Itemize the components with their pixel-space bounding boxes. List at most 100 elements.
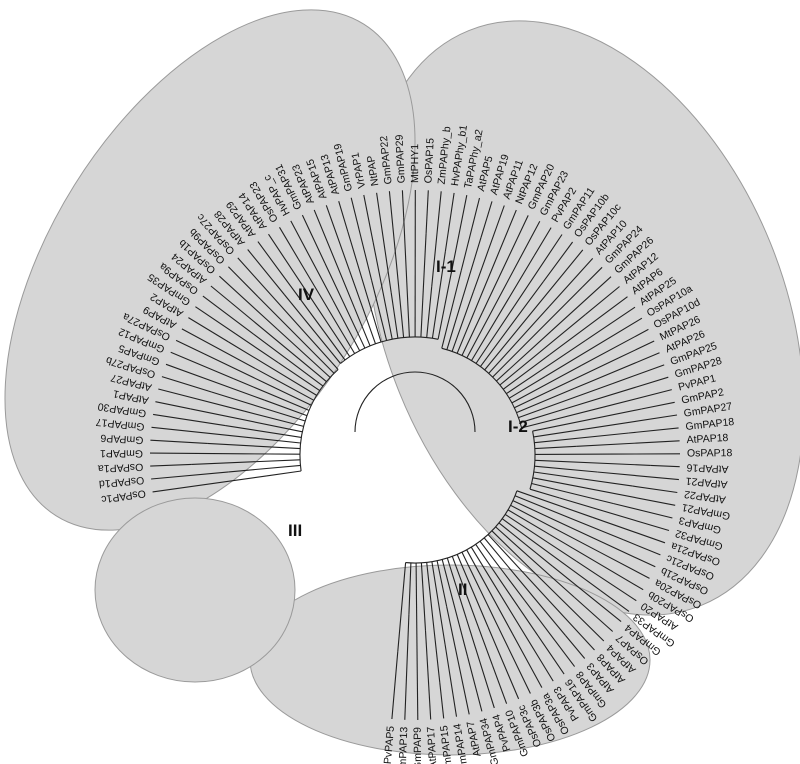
internal-branch xyxy=(466,549,513,634)
internal-branch xyxy=(390,292,399,339)
clade-label-I-2: I-2 xyxy=(508,417,528,436)
tip-branch xyxy=(501,596,554,682)
leaf-label: AtPAP16 xyxy=(686,461,728,475)
tip-branch xyxy=(564,376,669,410)
internal-branch xyxy=(397,562,407,652)
internal-branch xyxy=(534,459,651,466)
internal-branch xyxy=(431,251,446,339)
tip-branch xyxy=(313,209,356,309)
internal-branch xyxy=(479,281,544,367)
tip-branch xyxy=(584,306,636,342)
internal-branch xyxy=(372,241,393,340)
tip-branch xyxy=(219,275,279,330)
internal-branch xyxy=(466,282,508,359)
internal-branch xyxy=(475,543,539,637)
tip-branch xyxy=(388,191,397,255)
internal-branch xyxy=(211,391,306,422)
tip-branch xyxy=(237,257,302,329)
tip-branch xyxy=(363,194,374,243)
internal-branch xyxy=(534,432,629,444)
internal-branch xyxy=(277,329,331,378)
tip-branch xyxy=(228,266,259,298)
internal-branch xyxy=(446,237,482,350)
internal-branch xyxy=(266,470,302,477)
tip-branch xyxy=(548,600,595,651)
tip-branch xyxy=(592,516,666,544)
internal-branch xyxy=(353,307,371,347)
tip-branch xyxy=(543,241,574,282)
tip-branch xyxy=(529,567,605,642)
internal-branch xyxy=(470,546,503,597)
internal-branch xyxy=(456,554,489,628)
internal-branch xyxy=(499,313,586,386)
tip-branch xyxy=(549,533,644,591)
tip-branch xyxy=(416,667,419,721)
leaf-label: GmPAP18 xyxy=(685,416,735,433)
tip-branch xyxy=(170,351,234,380)
internal-branch xyxy=(230,302,327,383)
tip-branch xyxy=(465,618,495,709)
clade-label-I-1: I-1 xyxy=(436,257,456,276)
internal-branch xyxy=(348,270,377,344)
leaf-label: AtPAP17 xyxy=(425,726,439,764)
internal-branch xyxy=(426,286,433,338)
internal-branch xyxy=(534,465,598,473)
internal-branch xyxy=(508,376,546,399)
tip-branch xyxy=(152,475,267,493)
internal-branch xyxy=(502,354,551,390)
tip-branch xyxy=(613,502,673,519)
internal-branch xyxy=(260,438,301,444)
clade-label-IV: IV xyxy=(298,285,315,304)
tip-branch xyxy=(439,682,445,719)
clade-arc xyxy=(405,490,518,564)
tip-branch xyxy=(279,227,299,260)
tip-branch xyxy=(618,340,655,359)
leaf-label: OsPAP18 xyxy=(687,447,733,459)
tip-branch xyxy=(480,201,493,238)
tip-branch xyxy=(431,191,442,287)
tip-branch xyxy=(599,551,650,579)
internal-branch xyxy=(347,231,382,343)
tip-branch xyxy=(188,317,229,343)
tip-branch xyxy=(517,249,584,330)
tip-branch xyxy=(446,606,470,715)
tip-branch xyxy=(511,632,543,688)
internal-branch xyxy=(371,280,388,341)
tip-branch xyxy=(537,635,565,675)
internal-branch xyxy=(252,333,324,387)
tip-branch xyxy=(574,352,660,389)
tip-branch xyxy=(210,285,232,303)
tip-branch xyxy=(600,590,630,612)
internal-branch xyxy=(518,383,613,419)
internal-branch xyxy=(505,340,586,395)
internal-branch xyxy=(324,262,366,349)
tip-branch xyxy=(202,295,254,335)
tip-branch xyxy=(425,190,429,234)
tip-branch xyxy=(544,317,643,377)
tip-branch xyxy=(575,560,637,602)
internal-branch xyxy=(456,259,497,354)
internal-branch xyxy=(510,504,601,553)
tip-branch xyxy=(628,427,679,434)
leaf-label: AtPAP18 xyxy=(686,432,729,446)
internal-branch xyxy=(495,526,575,598)
internal-branch xyxy=(255,368,315,401)
internal-branch xyxy=(277,362,321,392)
internal-branch xyxy=(507,509,550,535)
internal-branch xyxy=(479,540,526,601)
internal-branch xyxy=(225,425,302,438)
tip-branch xyxy=(559,497,670,532)
internal-branch xyxy=(426,562,441,683)
tip-branch xyxy=(585,286,620,315)
tip-branch xyxy=(576,440,680,447)
tip-branch xyxy=(479,589,531,694)
tip-branch xyxy=(350,197,373,281)
tip-branch xyxy=(195,306,279,364)
tip-branch xyxy=(161,376,212,393)
tip-branch xyxy=(181,328,257,370)
tip-branch xyxy=(444,192,455,252)
root-arc xyxy=(354,371,476,433)
leaf-label: OsPAP1d xyxy=(98,474,144,490)
tip-branch xyxy=(150,463,192,467)
internal-branch xyxy=(534,445,577,450)
